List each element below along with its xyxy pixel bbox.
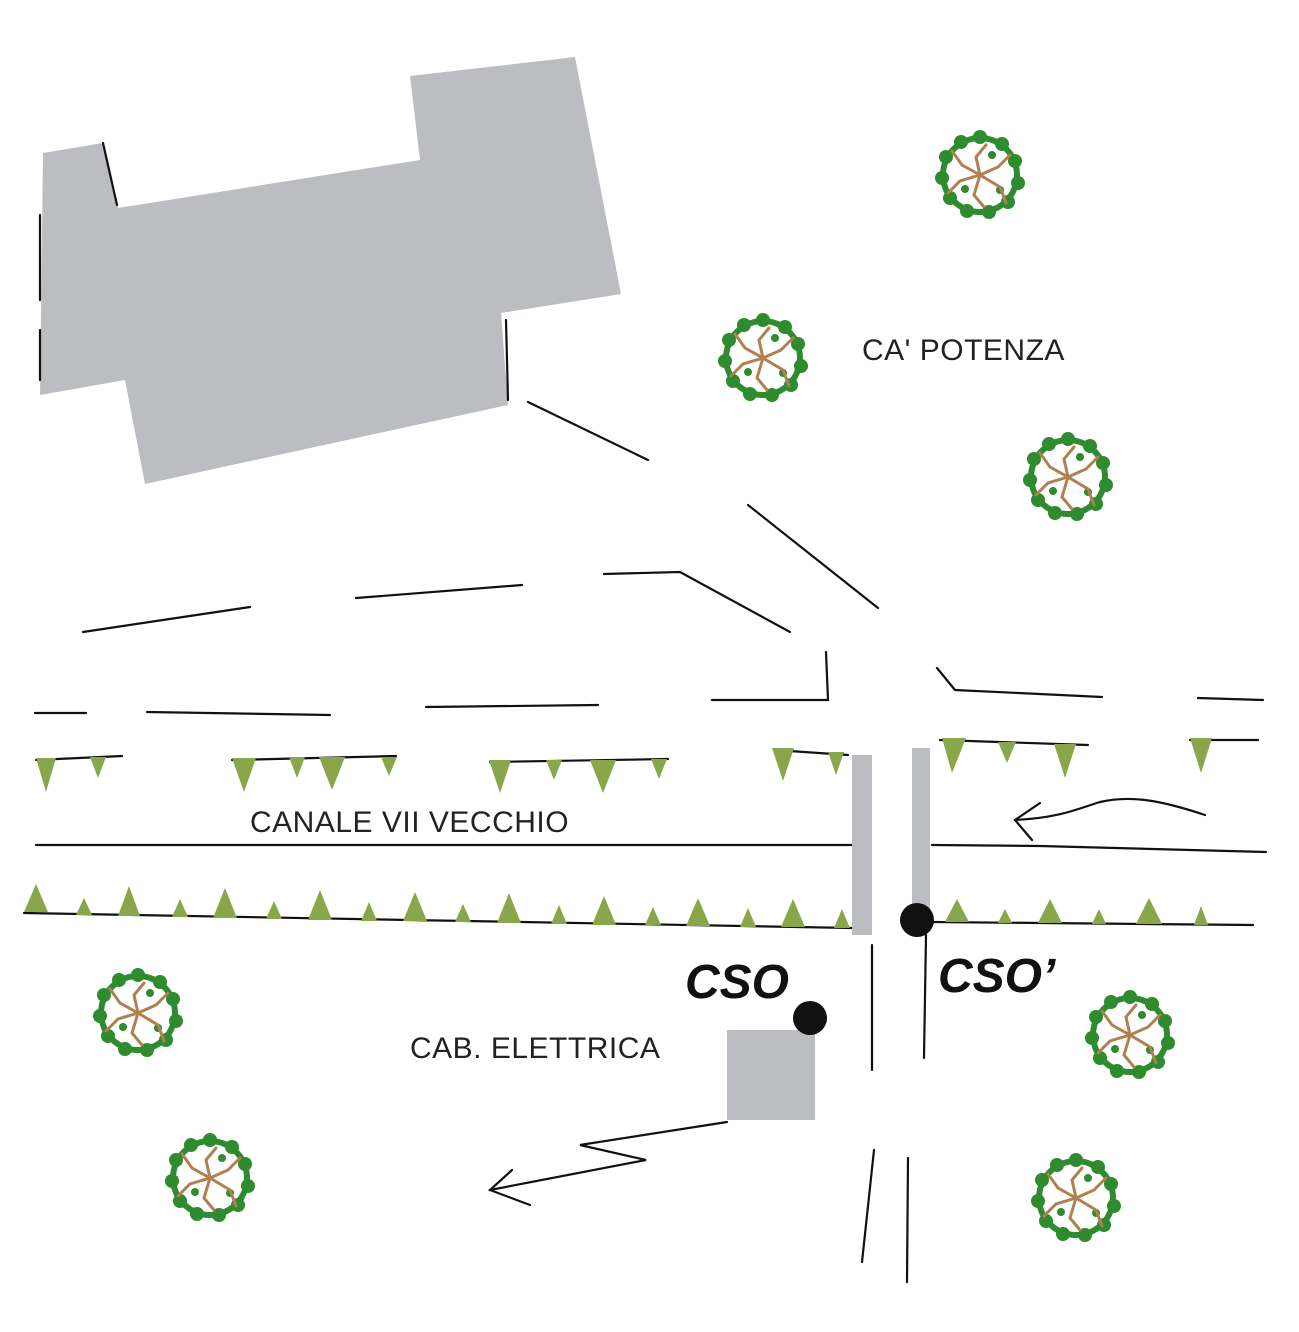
discharge-arrow-icon [487, 1120, 729, 1207]
cso-prime-label: CSO’ [938, 950, 1056, 1003]
substation-building [727, 1030, 815, 1120]
outfall-point-icon[interactable] [793, 1001, 827, 1035]
tree-icon [163, 1131, 257, 1224]
tree-icon [1029, 1151, 1123, 1244]
road-lines [33, 400, 1265, 717]
substation-label: CAB. ELETTRICA [410, 1032, 660, 1065]
canal-banks [22, 843, 1268, 930]
tree-icon [933, 128, 1027, 221]
south-road-lines [860, 933, 928, 1284]
tree-icon [716, 311, 810, 404]
flow-direction-arrow-icon [1013, 797, 1207, 842]
building-footprint [40, 57, 621, 484]
culvert-wall-right [912, 748, 930, 920]
canal-label: CANALE VII VECCHIO [250, 806, 569, 839]
hedge-triangle-icons-upper [36, 738, 1212, 793]
culvert-wall-left [852, 755, 872, 935]
tree-icon [91, 966, 185, 1059]
tree-icon [1083, 988, 1177, 1081]
cso-label: CSO [685, 956, 789, 1009]
outfall-point-icon[interactable] [900, 903, 934, 937]
tree-icon [1021, 430, 1115, 523]
area-label: CA' POTENZA [862, 334, 1065, 367]
building-edge-marks [38, 141, 510, 402]
upper-hedge-lines [34, 738, 1260, 764]
hedge-triangle-icons-lower [24, 884, 1208, 928]
